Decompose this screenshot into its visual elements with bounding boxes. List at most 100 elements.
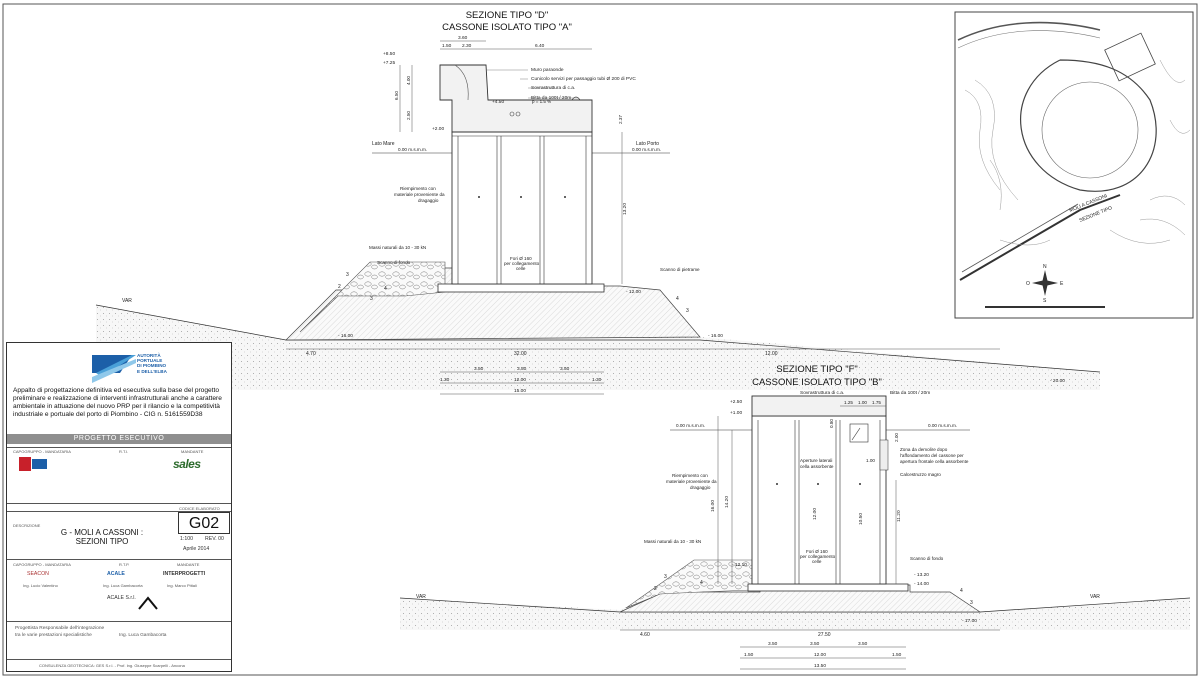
footer-line-3: Ing. Luca Gambacorta xyxy=(119,633,167,638)
label-fori-d-3: celle xyxy=(516,266,526,271)
footer-line-2: tra le varie prestazioni specialistiche xyxy=(15,633,92,638)
authority-line-4: E DELL'ELBA xyxy=(137,368,167,374)
elev-m2000: - 20.00 xyxy=(1050,378,1065,384)
footer-line-1: Progettista Responsabile dell'integrazio… xyxy=(15,626,105,631)
drawing-date: Aprile 2014 xyxy=(183,546,210,552)
dim-3200: 32.00 xyxy=(514,351,527,357)
label-fori-f-1: Fori Ø 160 xyxy=(806,549,828,554)
dim-350b: 3.50 xyxy=(517,366,527,372)
label-riempimento-3: dragaggio xyxy=(418,198,439,203)
dim-f-1050: 10.50 xyxy=(858,513,864,525)
var-left-f: VAR xyxy=(416,594,426,600)
label-bitta-f: Bitta da 100t / 20m xyxy=(890,390,930,396)
dim-f-100v: 1.00 xyxy=(866,458,875,463)
dim-1200a: 12.00 xyxy=(765,351,778,357)
label-muro-paraonde: Muro paraonde xyxy=(531,67,564,73)
label-zona-1: Zona da demolire dopo xyxy=(900,447,948,452)
company-interprogetti: INTERPROGETTI xyxy=(163,571,206,577)
dim-130a: 1.30 xyxy=(440,377,450,383)
person-1: Ing. Lucio Valentino xyxy=(23,583,58,588)
dim-f-1200v: 12.00 xyxy=(812,508,818,520)
dim-f-125: 1.25 xyxy=(844,400,853,405)
person-3: Ing. Marco Pittali xyxy=(167,583,197,588)
label-scanno-pietrame: Scanno di pietrame xyxy=(660,267,700,272)
label-aperture-1: Aperture laterali xyxy=(800,458,832,463)
dim-f-150b: 1.50 xyxy=(892,652,902,658)
section-d-title: SEZIONE TIPO "D" xyxy=(466,10,549,21)
elev-f-m1210: - 12.10 xyxy=(732,562,747,568)
elev-850: +8.50 xyxy=(383,51,395,57)
elev-450: +4.50 xyxy=(492,99,504,105)
project-description: Appalto di progettazione definitiva ed e… xyxy=(13,387,222,418)
caisson-a xyxy=(451,131,593,285)
dim-f-350c: 3.50 xyxy=(858,641,868,647)
company-acale: ACALE xyxy=(107,571,125,577)
project-phase-banner: PROGETTO ESECUTIVO xyxy=(7,434,231,444)
elev-725: +7.25 xyxy=(383,60,395,66)
dim-f-1420: 14.20 xyxy=(724,496,730,508)
label-fori-f-3: celle xyxy=(812,559,822,564)
dim-f-080: 0.80 xyxy=(829,419,834,428)
mandante-label: MANDANTE xyxy=(181,449,204,454)
capogruppo-logo-icon xyxy=(19,457,47,471)
section-d-subtitle: CASSONE ISOLATO TIPO "A" xyxy=(442,22,572,33)
drawing-title-line-1: G - MOLI A CASSONI : xyxy=(60,528,144,537)
slope-ratio-d: 4 xyxy=(384,286,387,292)
elev-f-m1400: - 14.00 xyxy=(914,581,929,587)
slope-ratio-a: 3 xyxy=(346,272,349,278)
label-lato-mare: Lato Mare xyxy=(372,141,395,147)
dim-350c: 3.50 xyxy=(560,366,570,372)
dim-230: 2.30 xyxy=(462,43,472,49)
label-fori-d-1: Fori Ø 160 xyxy=(510,256,532,261)
dim-150: 1.50 xyxy=(442,43,452,49)
slope-f-e: 3 xyxy=(970,600,973,606)
compass-icon: N S E O xyxy=(1026,264,1064,304)
section-f: SEZIONE TIPO "F" CASSONE ISOLATO TIPO "B… xyxy=(399,364,1191,670)
elev-m1200: - 12.00 xyxy=(626,289,641,295)
authority-line-2: PORTUALE xyxy=(137,358,163,364)
elev-f-100: +1.00 xyxy=(730,410,742,416)
authority-line-1: AUTORITÀ xyxy=(137,353,161,358)
dim-f-1350: 13.50 xyxy=(814,663,826,669)
compass-w: O xyxy=(1026,281,1030,287)
label-sovrastruttura-f: Sovrastruttura di c.a. xyxy=(800,390,844,396)
drawing-revision: REV. 00 xyxy=(205,536,224,542)
label-scanno-fondo-d: Scanno di fondo xyxy=(377,260,411,265)
codice-label: CODICE ELABORATO xyxy=(179,506,220,511)
sales-logo: sales xyxy=(173,457,201,471)
consulenza-line: CONSULENZA GEOTECNICA: GES S.r.l. - Prof… xyxy=(39,663,185,668)
var-right-f: VAR xyxy=(1090,594,1100,600)
sheet-border xyxy=(2,3,1198,676)
label-riempimento-f-1: Riempimento con xyxy=(672,473,708,478)
drawing-title: G - MOLI A CASSONI : SEZIONI TIPO xyxy=(37,528,167,546)
company-acale-srl: ACALE S.r.l. xyxy=(107,595,136,601)
dim-650: 6.50 xyxy=(394,91,399,100)
label-riempimento-2: materiale proveniente da xyxy=(394,192,445,197)
slope-ratio-e: 4 xyxy=(676,296,679,302)
authority-name: AUTORITÀ PORTUALE DI PIOMBINO E DELL'ELB… xyxy=(137,353,167,374)
label-zero-right-d: 0.00 m.s.m.m. xyxy=(632,147,661,152)
dim-130b: 1.30 xyxy=(592,377,602,383)
dim-f-1120: 11.20 xyxy=(896,510,902,522)
rtp-label: R.T.P. xyxy=(119,562,130,567)
label-scanno-f: Scanno di fondo xyxy=(910,556,944,561)
dim-f-175: 1.75 xyxy=(872,400,881,405)
label-zero-right-f: 0.00 m.s.m.m. xyxy=(928,423,957,428)
label-riempimento-1: Riempimento con xyxy=(400,186,436,191)
dim-f-2750: 27.50 xyxy=(818,632,831,638)
label-massi-d: Massi naturali da 10 - 30 kN xyxy=(369,245,426,250)
dim-f-460: 4.60 xyxy=(640,632,650,638)
company-seacon: SEACON xyxy=(27,571,49,577)
compass-e: E xyxy=(1060,281,1064,287)
key-map: MOLI A CASSONI SEZIONE TIPO N S E O xyxy=(954,11,1194,319)
slope-f-b: 2 xyxy=(654,586,657,592)
acale-chevron-icon xyxy=(138,596,158,610)
slope-ratio-b: 2 xyxy=(338,284,341,290)
superstructure-d xyxy=(439,64,593,133)
compass-s: S xyxy=(1043,298,1047,304)
label-pendenza: p = 1.5 % xyxy=(532,99,551,104)
label-calcestruzzo: Calcestruzzo magro xyxy=(900,472,941,477)
dim-f-200: 2.00 xyxy=(894,433,899,442)
var-left-d: VAR xyxy=(122,298,132,304)
